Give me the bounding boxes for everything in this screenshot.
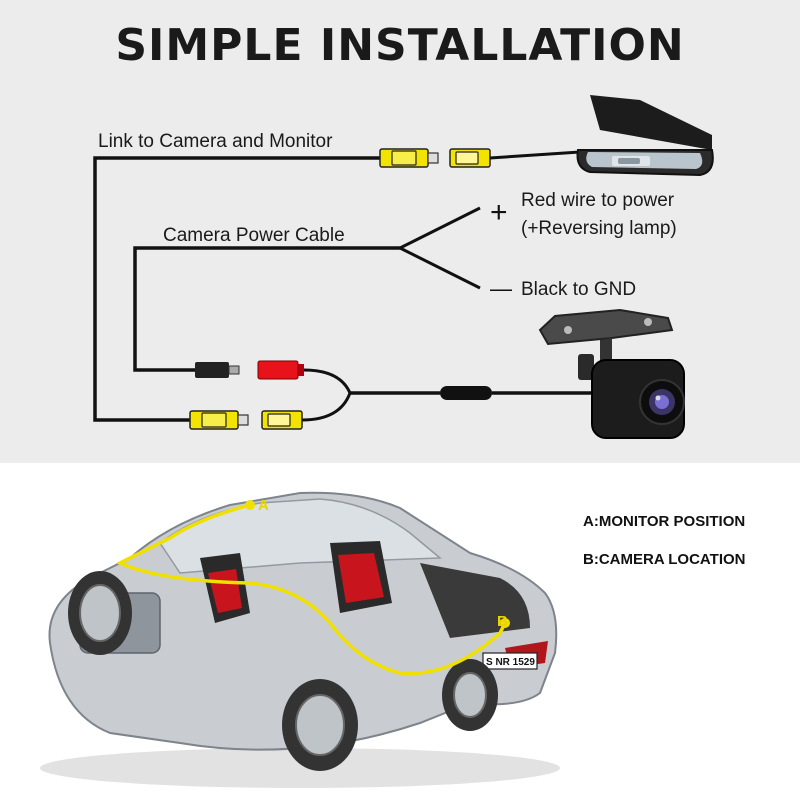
plus-sign: + [490,196,508,229]
camera-cable-end [492,379,602,395]
license-plate: S NR 1529 [486,657,535,668]
rear-wheel [442,659,498,731]
wiring-panel: SIMPLE INSTALLATION [0,0,800,463]
camera-power-lead [303,368,352,394]
rear-wheel-front-left [282,679,358,771]
legend-camera-location: B:CAMERA LOCATION [583,551,746,568]
mirror-monitor [576,95,714,177]
red-power-connector [257,360,304,380]
marker-b-label: B [497,613,508,630]
rca-female-connector-bottom [261,410,303,430]
rca-male-connector-top [379,148,439,168]
power-split-positive [399,206,481,250]
power-cable-label: Camera Power Cable [163,225,345,246]
rca-female-connector-top [449,148,491,168]
legend-monitor-position: A:MONITOR POSITION [583,513,746,530]
marker-b-dot [500,618,510,628]
license-plate-bg [482,652,538,670]
power-cable [133,246,400,372]
marker-a-label: A [258,497,269,514]
car-shadow [40,748,560,788]
rca-male-connector-bottom [189,410,249,430]
front-wheel [68,571,132,655]
cable-inline-sleeve [440,386,492,400]
vehicle-panel: S NR 1529 A B A:MONITOR POSITION B:CAMER… [0,463,800,800]
power-split-negative [399,246,481,290]
car-cutaway-illustration: S NR 1529 [40,491,560,788]
minus-sign: — [490,276,512,301]
rear-seat-red [338,553,384,603]
video-link-cable [93,156,380,422]
link-label: Link to Camera and Monitor [98,131,333,152]
black-gnd-label: Black to GND [521,279,637,300]
cable-route [115,503,507,676]
reversing-lamp-label: (+Reversing lamp) [521,218,677,239]
black-power-connector [195,362,240,378]
mirror-cable [489,150,581,160]
page-title: SIMPLE INSTALLATION [115,20,685,71]
red-wire-label: Red wire to power [521,190,675,211]
camera-video-lead [301,392,352,422]
marker-a-dot [245,500,255,510]
backup-camera [538,308,685,439]
wiring-diagram [93,95,714,439]
